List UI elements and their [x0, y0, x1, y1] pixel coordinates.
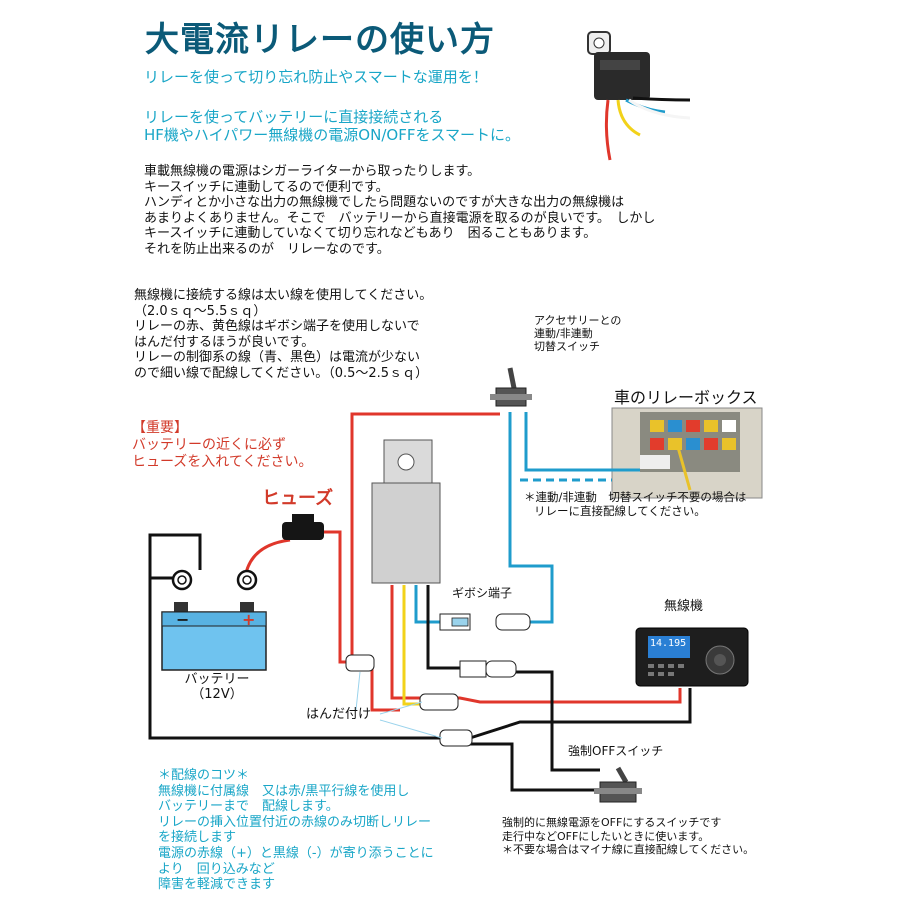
relay-body [371, 439, 441, 584]
important-note: 【重要】 バッテリーの近くに必ず ヒューズを入れてください。 [132, 420, 312, 471]
direct-note-line: ＊連動/非連動 切替スイッチ不要の場合は [524, 490, 747, 504]
force-off-toggle-switch [594, 766, 642, 803]
black-wire-battery [148, 533, 202, 580]
accessory-switch-label-line: 連動/非連動 [534, 327, 593, 340]
intro-line: ハンディとか小さな出力の無線機でしたら問題ないのですが大きな出力の無線機は [144, 195, 625, 211]
battery-body [161, 602, 267, 671]
relay-box-label: 車のリレーボックス [614, 388, 758, 407]
important-note-line: バッテリーの近くに必ず [132, 437, 286, 453]
tips-line: 無線機に付属線 又は赤/黒平行線を使用し [158, 783, 410, 799]
solder-pointer-1 [355, 671, 361, 711]
battery-label-line: （12V） [191, 687, 243, 702]
subtitle-line: HF機やハイパワー無線機の電源ON/OFFをスマートに。 [144, 126, 521, 144]
wiring-tips: ＊配線のコツ＊ 無線機に付属線 又は赤/黒平行線を使用し バッテリーまで 配線し… [158, 768, 434, 893]
red-wire-top [350, 412, 500, 662]
red-wire-fuse-2 [322, 530, 352, 664]
blue-wire-relaybox [524, 412, 640, 472]
solder-pointer-3 [379, 719, 443, 739]
blue-wire-switch [508, 412, 554, 624]
direct-note-line: リレーに直接配線してください。 [534, 504, 706, 518]
battery-minus-sign: − [176, 610, 190, 629]
radio-label: 無線機 [664, 599, 704, 614]
force-off-note-line: ＊不要な場合はマイナ線に直接配線してください。 [502, 843, 755, 856]
intro-line: キースイッチに連動してるので便利です。 [144, 179, 389, 195]
force-off-note-line: 強制的に無線電源をOFFにするスイッチです [502, 816, 722, 829]
subtitle-smart-use: リレーを使って切り忘れ防止やスマートな運用を！ [144, 68, 488, 86]
force-off-label: 強制OFFスイッチ [568, 744, 664, 758]
black-wire-force-off [500, 670, 600, 772]
intro-paragraph: 車載無線機の電源はシガーライターから取ったりします。 キースイッチに連動してるの… [144, 164, 655, 258]
black-wire-radio [469, 688, 692, 740]
black-wire-ground [148, 535, 440, 740]
wiring-note-line: リレーの制御系の線（青、黒色）は電流が少ない [134, 350, 421, 366]
force-off-note: 強制的に無線電源をOFFにするスイッチです 走行中などOFFにしたいときに使いま… [502, 816, 754, 857]
black-wire-relay [426, 585, 460, 670]
force-off-note-line: 走行中などOFFにしたいときに使います。 [502, 829, 710, 843]
red-wire-main [370, 664, 400, 712]
intro-line: キースイッチに連動していなくて切り忘れなどもあり 困ることもあります。 [144, 226, 597, 242]
tips-heading: ＊配線のコツ＊ [158, 768, 250, 783]
subtitle-line: リレーを使ってバッテリーに直接接続される [144, 108, 444, 126]
black-wire-force-off-2 [470, 742, 600, 792]
tips-line: リレーの挿入位置付近の赤線のみ切断しリレー [158, 814, 432, 830]
tips-line: バッテリーまで 配線します。 [158, 799, 339, 815]
relay-photo [587, 31, 691, 161]
radio-unit [635, 627, 749, 687]
accessory-switch-label-line: 切替スイッチ [534, 340, 600, 353]
tips-line: 電源の赤線（+）と黒線（-）が寄り添うことに [158, 845, 434, 861]
battery-plus-sign: + [242, 610, 256, 629]
wiring-note-line: 無線機に接続する線は太い線を使用してください。 [134, 288, 433, 303]
direct-wiring-note: ＊連動/非連動 切替スイッチ不要の場合は リレーに直接配線してください。 [524, 490, 746, 518]
tips-line: より 回り込みなど [158, 861, 275, 877]
wiring-note-line: ので細い線で配線してください。（0.5～2.5ｓｑ） [134, 365, 429, 381]
fuse-holder [282, 514, 324, 540]
subtitle-direct-battery: リレーを使ってバッテリーに直接接続される HF機やハイパワー無線機の電源ON/O… [144, 108, 520, 144]
solder-label: はんだ付け [306, 707, 372, 722]
important-note-line: 【重要】 [132, 420, 188, 436]
wiring-note-line: はんだ付するほうが良いです。 [134, 334, 315, 350]
wiring-note-line: （2.0ｓｑ～5.5ｓｑ） [134, 303, 267, 319]
wiring-notes: 無線機に接続する線は太い線を使用してください。 （2.0ｓｑ～5.5ｓｑ） リレ… [134, 288, 432, 382]
intro-line: 車載無線機の電源はシガーライターから取ったりします。 [144, 164, 481, 179]
battery-label: バッテリー （12V） [176, 672, 258, 702]
red-wire-relay-out [390, 585, 420, 700]
tips-line: 障害を軽減できます [158, 877, 276, 893]
yellow-wire [402, 585, 420, 706]
solder-pointer-2 [379, 701, 423, 715]
intro-line: あまりよくありません。そこで バッテリーから直接電源を取るのが良いです。 しかし [144, 210, 656, 226]
blue-wire-relay [414, 585, 440, 624]
wiring-note-line: リレーの赤、黄色線はギボシ端子を使用しないで [134, 319, 420, 335]
intro-line: それを防止出来るのが リレーなのです。 [144, 241, 390, 257]
accessory-switch-label-line: アクセサリーとの [534, 314, 622, 327]
page-title: 大電流リレーの使い方 [145, 20, 495, 60]
accessory-toggle-switch [490, 367, 532, 407]
red-wire-to-radio [420, 688, 682, 704]
fuse-label: ヒューズ [262, 488, 334, 509]
gibosi-label: ギボシ端子 [452, 586, 513, 600]
radio-display: 14.195 [650, 638, 687, 649]
accessory-switch-label: アクセサリーとの 連動/非連動 切替スイッチ [534, 314, 621, 353]
important-note-line: ヒューズを入れてください。 [132, 454, 313, 470]
battery-terminals [171, 569, 258, 591]
tips-line: を接続します [158, 830, 237, 846]
relay-box-photo [611, 407, 763, 499]
gibosi-terminals [345, 613, 531, 747]
battery-label-line: バッテリー [184, 672, 250, 687]
